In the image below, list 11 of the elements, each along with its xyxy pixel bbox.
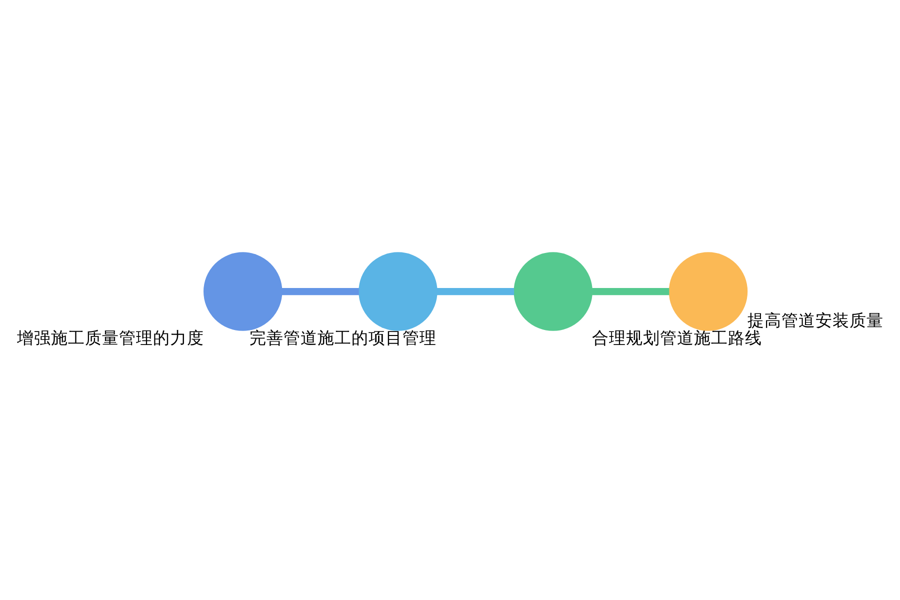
node-circle	[513, 252, 592, 330]
node-label: 完善管道施工的项目管理	[249, 327, 436, 348]
node-circle	[358, 252, 437, 330]
connector	[592, 287, 669, 295]
node-label: 提高管道安装质量	[747, 309, 884, 330]
node-circle	[203, 252, 282, 330]
node-circle	[668, 252, 748, 330]
node-label: 增强施工质量管理的力度	[16, 327, 204, 348]
connector	[281, 287, 358, 295]
connector	[436, 287, 514, 295]
node-label: 合理规划管道施工路线	[592, 327, 762, 348]
